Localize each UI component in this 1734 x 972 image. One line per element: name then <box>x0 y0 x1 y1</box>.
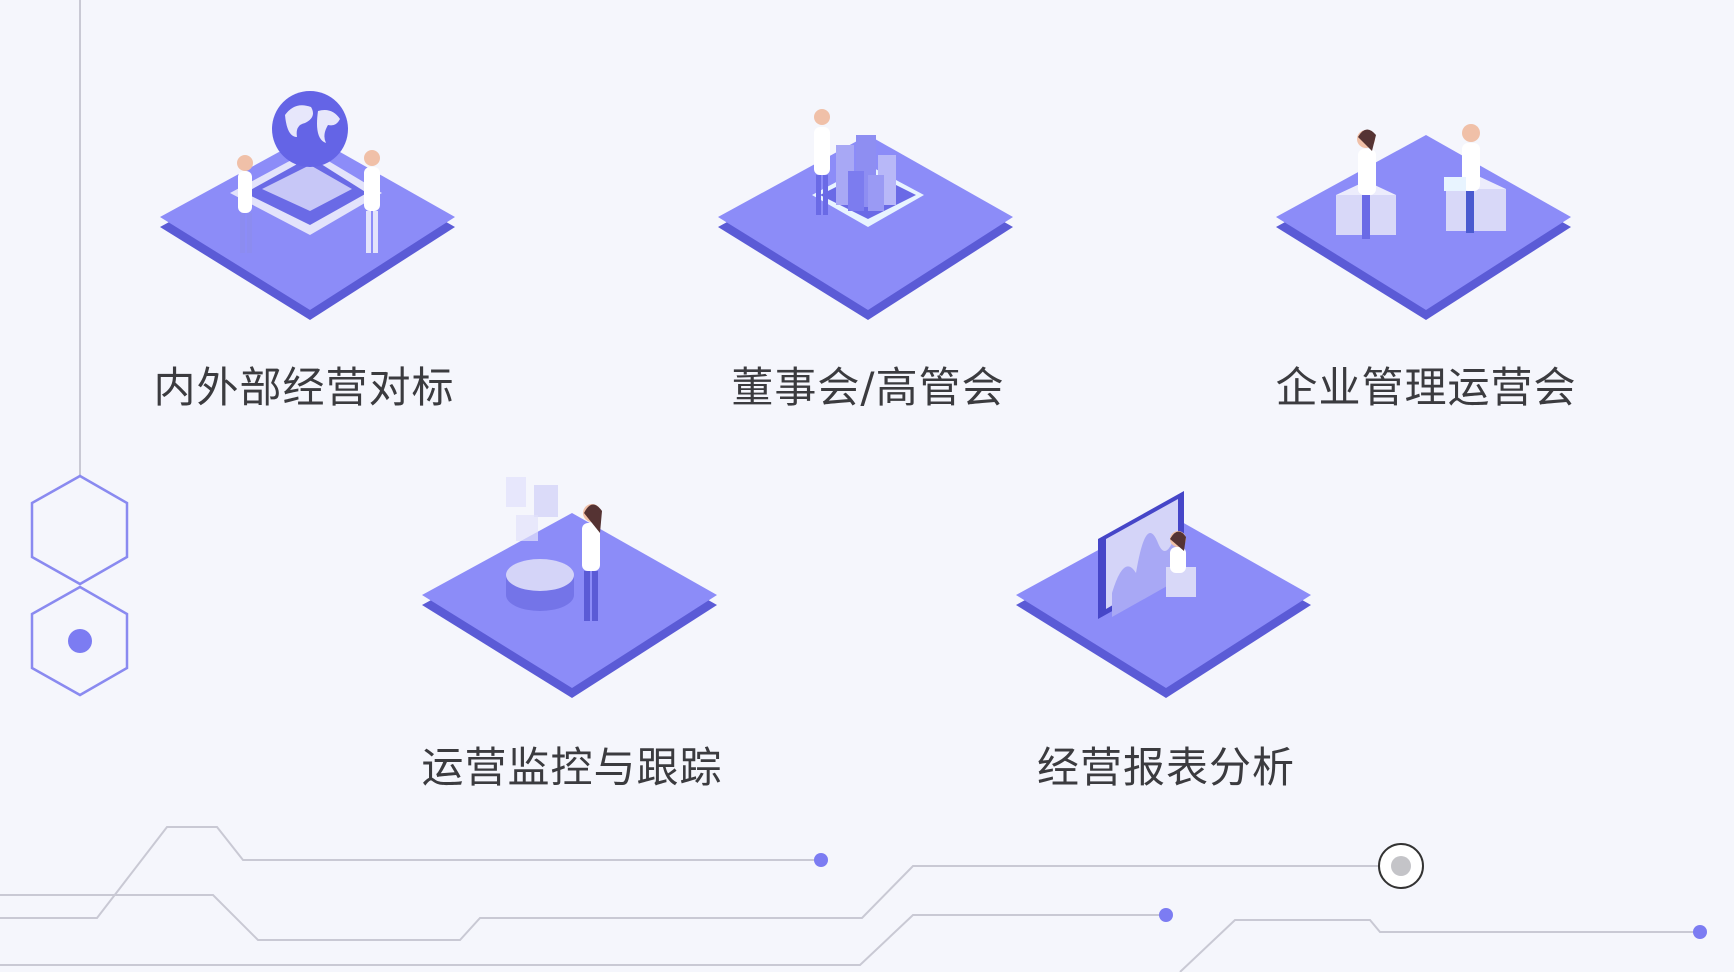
circuit-dot-2 <box>1159 908 1173 922</box>
module-label-benchmark: 内外部经营对标 <box>153 363 455 412</box>
hexagon-top <box>30 474 129 586</box>
report-chart-icon <box>1016 491 1311 698</box>
monitor-tracking-icon <box>422 477 717 698</box>
circuit-lines <box>0 826 1700 972</box>
module-card-management[interactable] <box>1266 85 1586 335</box>
module-label-management: 企业管理运营会 <box>1275 363 1577 412</box>
module-label-monitoring: 运营监控与跟踪 <box>421 743 723 792</box>
module-label-board: 董事会/高管会 <box>731 363 1005 412</box>
globe-chip-icon <box>160 91 455 320</box>
city-blocks-icon <box>718 109 1013 320</box>
module-card-board[interactable] <box>708 85 1028 335</box>
hexagon-dot <box>68 629 92 653</box>
circuit-ring-core <box>1391 856 1411 876</box>
hexagon-bottom <box>30 585 129 697</box>
module-card-monitoring[interactable] <box>412 463 732 713</box>
meeting-icon <box>1276 124 1571 320</box>
circuit-dot-1 <box>814 853 828 867</box>
module-card-benchmark[interactable] <box>150 85 470 335</box>
circuit-dot-3 <box>1693 925 1707 939</box>
module-label-report: 经营报表分析 <box>1036 743 1295 792</box>
module-card-report[interactable] <box>1006 463 1326 713</box>
